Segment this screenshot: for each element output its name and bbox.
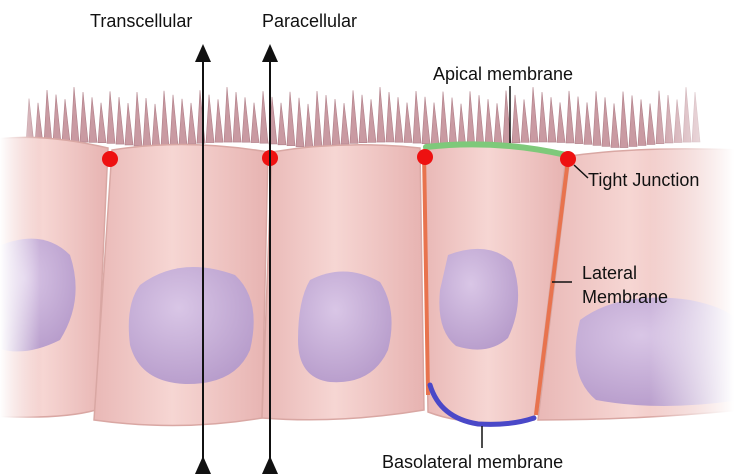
microvillus	[80, 92, 88, 142]
microvillus	[170, 95, 178, 146]
nucleus-highlighted	[439, 249, 518, 350]
label-transcellular: Transcellular	[90, 11, 192, 31]
microvillus	[548, 97, 556, 142]
microvillus	[98, 103, 106, 143]
microvillus	[224, 87, 232, 142]
microvillus	[629, 95, 637, 146]
microvillus	[242, 97, 250, 142]
microvillus	[359, 95, 367, 143]
microvillus	[620, 92, 628, 148]
microvillus	[251, 103, 259, 143]
microvillus	[422, 97, 430, 144]
microvilli-brush-border	[26, 87, 700, 148]
tight-junction-dot-1	[102, 151, 118, 167]
microvillus	[44, 90, 52, 143]
label-lateral-line1: Lateral	[582, 263, 637, 283]
microvillus	[638, 99, 646, 145]
nucleus-middle	[298, 271, 392, 382]
microvillus	[512, 95, 520, 143]
microvillus	[557, 102, 565, 142]
label-paracellular: Paracellular	[262, 11, 357, 31]
nucleus-left	[129, 267, 254, 384]
microvillus	[89, 97, 97, 142]
microvillus	[449, 98, 457, 147]
microvillus	[440, 92, 448, 146]
microvillus	[575, 97, 583, 144]
microvillus	[521, 99, 529, 142]
label-apical-membrane: Apical membrane	[433, 64, 573, 84]
microvillus	[305, 104, 313, 148]
microvillus	[314, 91, 322, 147]
microvillus	[395, 97, 403, 142]
microvillus	[485, 99, 493, 145]
microvillus	[71, 87, 79, 142]
microvillus	[476, 95, 484, 146]
microvillus	[152, 104, 160, 148]
microvillus	[404, 103, 412, 143]
microvillus	[611, 103, 619, 147]
microvillus	[386, 92, 394, 142]
microvillus	[377, 87, 385, 142]
microvillus	[431, 103, 439, 145]
microvillus	[341, 103, 349, 144]
fade-left	[0, 80, 40, 430]
microvillus	[179, 99, 187, 145]
microvillus	[566, 91, 574, 143]
microvillus	[296, 98, 304, 147]
microvillus	[161, 91, 169, 147]
microvillus	[413, 91, 421, 143]
microvillus	[107, 91, 115, 143]
microvillus	[143, 98, 151, 147]
microvillus	[593, 91, 601, 145]
label-tight-junction: Tight Junction	[588, 170, 699, 190]
microvillus	[62, 99, 70, 142]
microvillus	[233, 92, 241, 142]
label-basolateral-membrane: Basolateral membrane	[382, 452, 563, 472]
microvillus	[323, 95, 331, 146]
microvillus	[215, 99, 223, 142]
microvillus	[134, 92, 142, 146]
tight-junction-dot-3	[417, 149, 433, 165]
microvillus	[584, 102, 592, 144]
microvillus	[260, 91, 268, 143]
microvillus	[125, 103, 133, 145]
microvillus	[188, 103, 196, 144]
label-lateral-line2: Membrane	[582, 287, 668, 307]
microvillus	[53, 95, 61, 143]
tight-junction-dot-4	[560, 151, 576, 167]
microvillus	[332, 99, 340, 145]
microvillus	[530, 87, 538, 142]
microvillus	[287, 92, 295, 146]
microvillus	[206, 95, 214, 143]
microvillus	[467, 91, 475, 147]
microvillus	[458, 104, 466, 148]
microvillus	[539, 92, 547, 142]
microvillus	[368, 99, 376, 142]
microvillus	[116, 97, 124, 144]
microvillus	[602, 97, 610, 146]
microvillus	[278, 103, 286, 145]
microvillus	[350, 90, 358, 143]
fade-right	[650, 80, 734, 430]
microvillus	[494, 103, 502, 144]
